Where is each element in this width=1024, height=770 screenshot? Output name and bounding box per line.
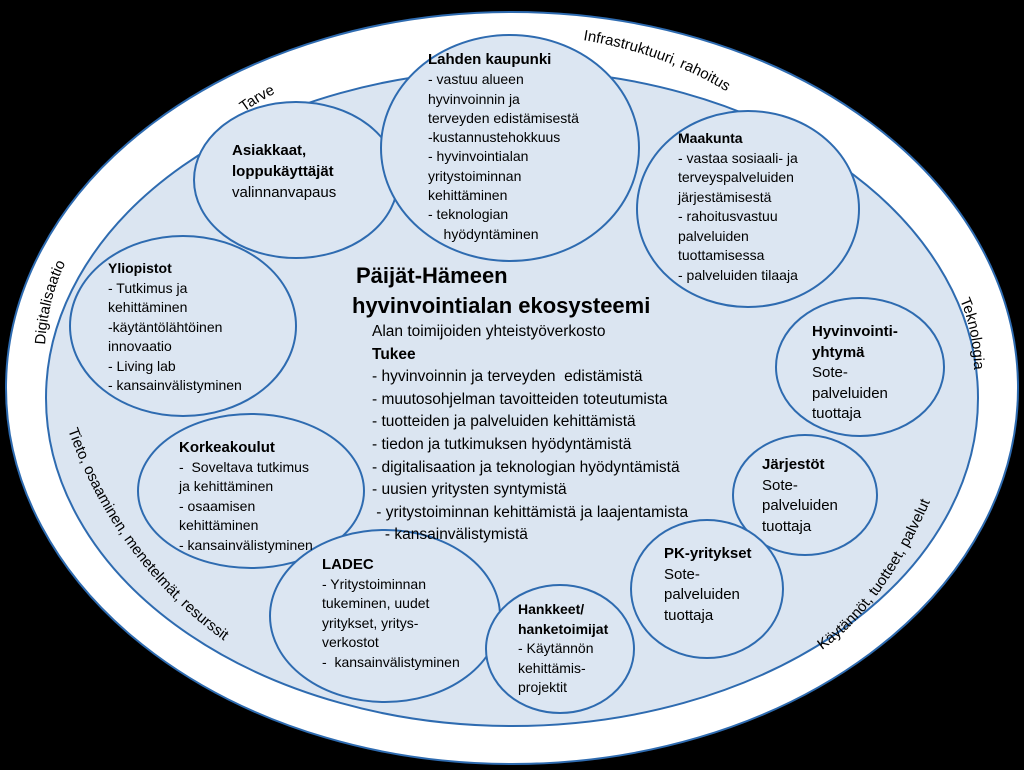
center-item: - tuotteiden ja palveluiden kehittämistä <box>372 413 636 431</box>
node-title: Yliopistot <box>108 260 172 276</box>
node-line: -kustannustehokkuus <box>428 129 561 146</box>
node-line: projektit <box>518 679 568 695</box>
node-line: ja kehittäminen <box>179 478 274 494</box>
node-title: Asiakkaat, <box>232 142 307 159</box>
center-item: - digitalisaation ja teknologian hyödynt… <box>372 458 680 476</box>
node-yliopistot: Yliopistot - Tutkimus ja kehittäminen -k… <box>108 259 242 396</box>
node-line: terveyden edistämisestä <box>428 109 579 126</box>
node-line: Sote- <box>762 476 798 494</box>
node-line: - teknologian <box>428 206 509 223</box>
node-title: Hankkeet/ <box>518 601 585 617</box>
node-line: Sote- <box>664 565 700 583</box>
circle-lahden-kaupunki <box>380 34 640 262</box>
node-line: palveluiden <box>762 497 838 514</box>
node-line: - vastaa sosiaali- ja <box>678 149 798 166</box>
node-line: verkostot <box>322 634 379 650</box>
node-line: palveluiden <box>664 586 740 603</box>
circle-yliopistot <box>69 235 297 417</box>
node-text: valinnanvapaus <box>232 184 337 201</box>
node-hankkeet: Hankkeet/ hanketoimijat - Käytännön kehi… <box>518 600 608 698</box>
node-line: - rahoitusvastuu <box>678 208 778 224</box>
node-line: - Living lab <box>108 357 176 374</box>
node-line: innovaatio <box>108 338 172 354</box>
node-line: - kansainvälistyminen <box>322 653 460 670</box>
node-korkeakoulut: Korkeakoulut - Soveltava tutkimus ja keh… <box>179 438 313 555</box>
node-line: kehittäminen <box>179 517 259 533</box>
node-line: - Yritystoiminnan <box>322 575 427 592</box>
center-item: - tiedon ja tutkimuksen hyödyntämistä <box>372 435 632 453</box>
center-title-line1: Päijät-Hämeen <box>356 263 508 288</box>
node-line: - hyvinvointialan <box>428 148 529 165</box>
node-hyvinvointiyhtyma: Hyvinvointi- yhtymä Sote- palveluiden tu… <box>812 322 898 425</box>
node-line: yritykset, yritys- <box>322 614 419 631</box>
node-line: - kansainvälistyminen <box>108 377 242 393</box>
node-title: PK-yritykset <box>664 545 752 562</box>
node-line: kehittämis- <box>518 659 586 676</box>
node-title: Hyvinvointi- <box>812 323 898 340</box>
node-line: palveluiden <box>678 227 749 244</box>
node-title: loppukäyttäjät <box>232 163 334 180</box>
node-line: tuottamisessa <box>678 247 765 263</box>
node-line: yritystoiminnan <box>428 167 522 184</box>
node-asiakkaat: Asiakkaat, loppukäyttäjät valinnanvapaus <box>232 140 336 203</box>
node-title: Korkeakoulut <box>179 439 275 456</box>
node-maakunta: Maakunta - vastaa sosiaali- ja terveyspa… <box>678 129 798 285</box>
node-pk-yritykset: PK-yritykset Sote- palveluiden tuottaja <box>664 544 752 626</box>
node-title: Järjestöt <box>762 456 825 473</box>
center-item: - uusien yritysten syntymistä <box>372 481 567 499</box>
circle-hankkeet <box>485 584 635 714</box>
node-title: Maakunta <box>678 130 743 146</box>
node-title: hanketoimijat <box>518 620 609 637</box>
node-line: tukeminen, uudet <box>322 595 430 611</box>
node-line: Sote- <box>812 364 848 381</box>
circle-pk-yritykset <box>630 519 784 659</box>
node-line: terveyspalveluiden <box>678 169 794 185</box>
node-line: järjestämisestä <box>678 188 772 205</box>
node-line: palveluiden <box>812 384 888 402</box>
node-jarjestot: Järjestöt Sote- palveluiden tuottaja <box>762 455 838 537</box>
center-subtitle: Alan toimijoiden yhteistyöverkosto <box>372 323 606 340</box>
node-title: Lahden kaupunki <box>428 51 552 68</box>
node-title: LADEC <box>322 556 374 573</box>
center-tukee: Tukee <box>372 345 416 363</box>
node-ladec: LADEC - Yritystoiminnan tukeminen, uudet… <box>322 555 460 672</box>
center-item: - muutosohjelman tavoitteiden toteutumis… <box>372 390 668 408</box>
center-title-line2: hyvinvointialan ekosysteemi <box>352 293 651 318</box>
node-line: - osaamisen <box>179 497 256 514</box>
node-line: - Soveltava tutkimus <box>179 458 309 475</box>
circle-korkeakoulut <box>137 413 365 569</box>
node-line: - Tutkimus ja <box>108 279 188 296</box>
node-line: - kansainvälistyminen <box>179 536 313 553</box>
node-line: tuottaja <box>762 517 812 535</box>
node-line: kehittäminen <box>108 299 188 315</box>
center-item: - yritystoiminnan kehittämistä ja laajen… <box>372 503 689 521</box>
circle-maakunta <box>636 110 860 308</box>
circle-hyvinvointiyhtyma <box>775 297 945 437</box>
node-line: kehittäminen <box>428 187 508 204</box>
node-line: - vastuu alueen <box>428 71 524 88</box>
node-line: - palveluiden tilaaja <box>678 266 798 283</box>
node-line: hyödyntäminen <box>428 225 539 242</box>
node-line: - Käytännön <box>518 640 594 656</box>
center-item: - kansainvälistymistä <box>372 526 528 544</box>
node-line: tuottaja <box>812 405 862 422</box>
node-lahden-kaupunki: Lahden kaupunki - vastuu alueen hyvinvoi… <box>428 50 579 244</box>
node-line: -käytäntölähtöinen <box>108 318 223 335</box>
circle-jarjestot <box>732 434 878 556</box>
center-body: Alan toimijoiden yhteistyöverkosto Tukee… <box>372 321 688 547</box>
node-title: yhtymä <box>812 343 865 361</box>
node-line: tuottaja <box>664 606 714 624</box>
node-line: hyvinvoinnin ja <box>428 90 520 107</box>
center-item: - hyvinvoinnin ja terveyden edistämistä <box>372 368 643 386</box>
